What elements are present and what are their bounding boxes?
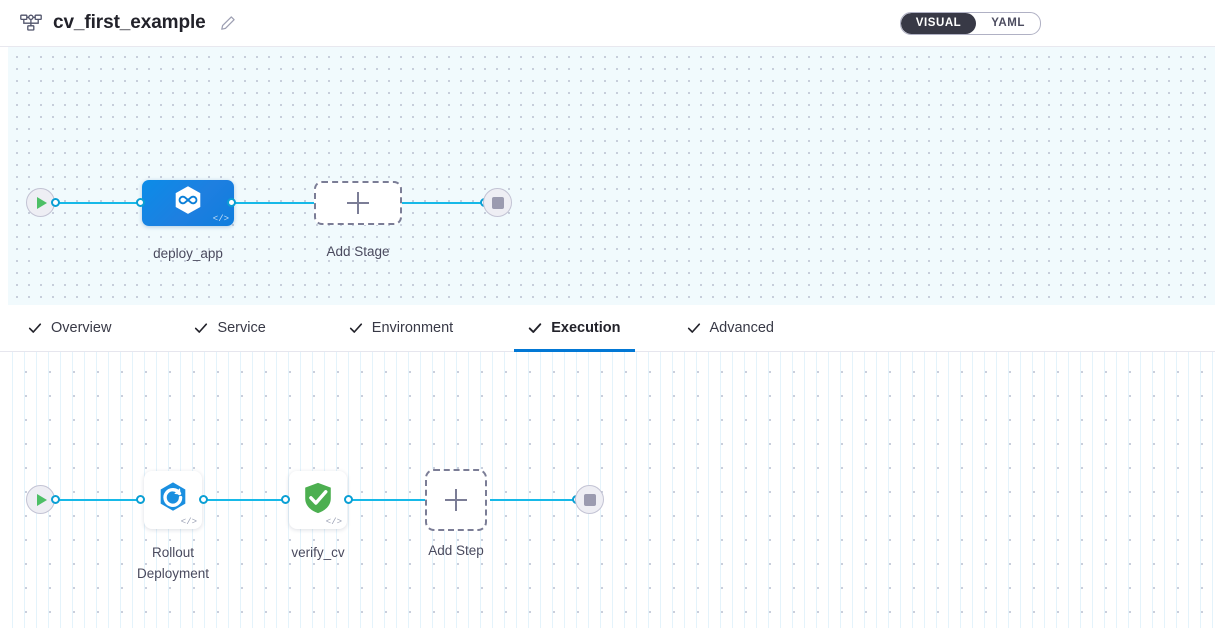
stage-end-node[interactable]	[483, 188, 512, 217]
add-step-button[interactable]	[425, 469, 487, 531]
rollout-deployment-icon	[155, 480, 191, 521]
view-mode-toggle[interactable]: VISUAL YAML	[899, 11, 1041, 35]
check-icon	[687, 321, 701, 335]
pipeline-icon	[20, 14, 42, 32]
add-step-label: Add Step	[428, 543, 484, 558]
play-icon	[37, 196, 47, 209]
tab-label-environment: Environment	[371, 320, 454, 336]
harness-cd-hexagon-icon	[171, 184, 205, 223]
check-icon	[28, 321, 42, 335]
page-header: cv_first_example VISUAL YAML	[0, 0, 1215, 47]
stage-canvas[interactable]: </> deploy_app Add Stage	[8, 47, 1215, 305]
step-code-glyph-rollout: </>	[180, 517, 197, 527]
check-icon	[194, 321, 208, 335]
step-code-glyph-verify: </>	[325, 517, 342, 527]
stop-icon	[491, 196, 504, 209]
stage-label-deploy-app: deploy_app	[153, 246, 223, 261]
toggle-option-yaml[interactable]: YAML	[991, 16, 1025, 29]
end-node-circle[interactable]	[575, 485, 604, 514]
check-icon	[349, 321, 363, 335]
stage-deploy-in-dot[interactable]	[136, 198, 145, 207]
step-end-node[interactable]	[575, 485, 604, 514]
step-verify-out-dot[interactable]	[344, 495, 353, 504]
stage-code-glyph: </>	[212, 214, 229, 224]
step-link-add-to-end	[490, 499, 578, 501]
header-right-group: VISUAL YAML	[899, 11, 1215, 35]
tab-label-overview: Overview	[51, 320, 112, 336]
step-start-connector-dot[interactable]	[51, 495, 60, 504]
add-stage-button[interactable]	[314, 181, 402, 225]
tab-label-service: Service	[217, 320, 266, 336]
step-link-rollout-to-verify	[200, 499, 288, 501]
header-left-group: cv_first_example	[0, 12, 236, 34]
tab-advanced[interactable]: Advanced	[681, 305, 781, 352]
verify-shield-check-icon	[300, 480, 336, 521]
stage-link-start-to-deploy	[55, 202, 145, 204]
pencil-icon[interactable]	[220, 15, 236, 31]
step-link-start-to-rollout	[55, 499, 145, 501]
tab-label-advanced: Advanced	[709, 320, 775, 336]
step-rollout-in-dot[interactable]	[136, 495, 145, 504]
tab-execution[interactable]: Execution	[514, 305, 635, 352]
plus-icon	[445, 489, 467, 511]
step-rollout-out-dot[interactable]	[199, 495, 208, 504]
execution-step-canvas[interactable]: </> Rollout Deployment </> verify_cv Add…	[8, 352, 1215, 628]
stage-link-add-to-end	[395, 202, 485, 204]
stop-icon	[583, 493, 596, 506]
stage-start-connector-dot[interactable]	[51, 198, 60, 207]
check-icon	[528, 321, 542, 335]
step-label-rollout-deployment: Rollout Deployment	[136, 545, 210, 581]
step-label-verify-cv: verify_cv	[291, 545, 345, 560]
add-stage-label: Add Stage	[326, 244, 390, 259]
plus-icon	[347, 192, 369, 214]
tab-environment[interactable]: Environment	[343, 305, 459, 352]
play-icon	[37, 493, 47, 506]
stage-node-deploy-app[interactable]: </>	[142, 180, 234, 226]
stage-deploy-out-dot[interactable]	[227, 198, 236, 207]
page-title: cv_first_example	[53, 12, 206, 33]
stage-start-node[interactable]	[26, 188, 55, 217]
tab-service[interactable]: Service	[188, 305, 271, 352]
step-node-rollout-deployment[interactable]: </>	[144, 471, 202, 529]
tab-overview[interactable]: Overview	[22, 305, 117, 352]
end-node-circle[interactable]	[483, 188, 512, 217]
stage-link-deploy-to-add	[228, 202, 314, 204]
start-node-circle[interactable]	[26, 188, 55, 217]
step-link-verify-to-add	[345, 499, 425, 501]
stage-config-tabs[interactable]: Overview Service Environment Execution A…	[0, 305, 1215, 352]
step-node-verify-cv[interactable]: </>	[289, 471, 347, 529]
toggle-option-visual[interactable]: VISUAL	[900, 12, 977, 34]
step-verify-in-dot[interactable]	[281, 495, 290, 504]
tab-label-execution: Execution	[551, 320, 621, 336]
